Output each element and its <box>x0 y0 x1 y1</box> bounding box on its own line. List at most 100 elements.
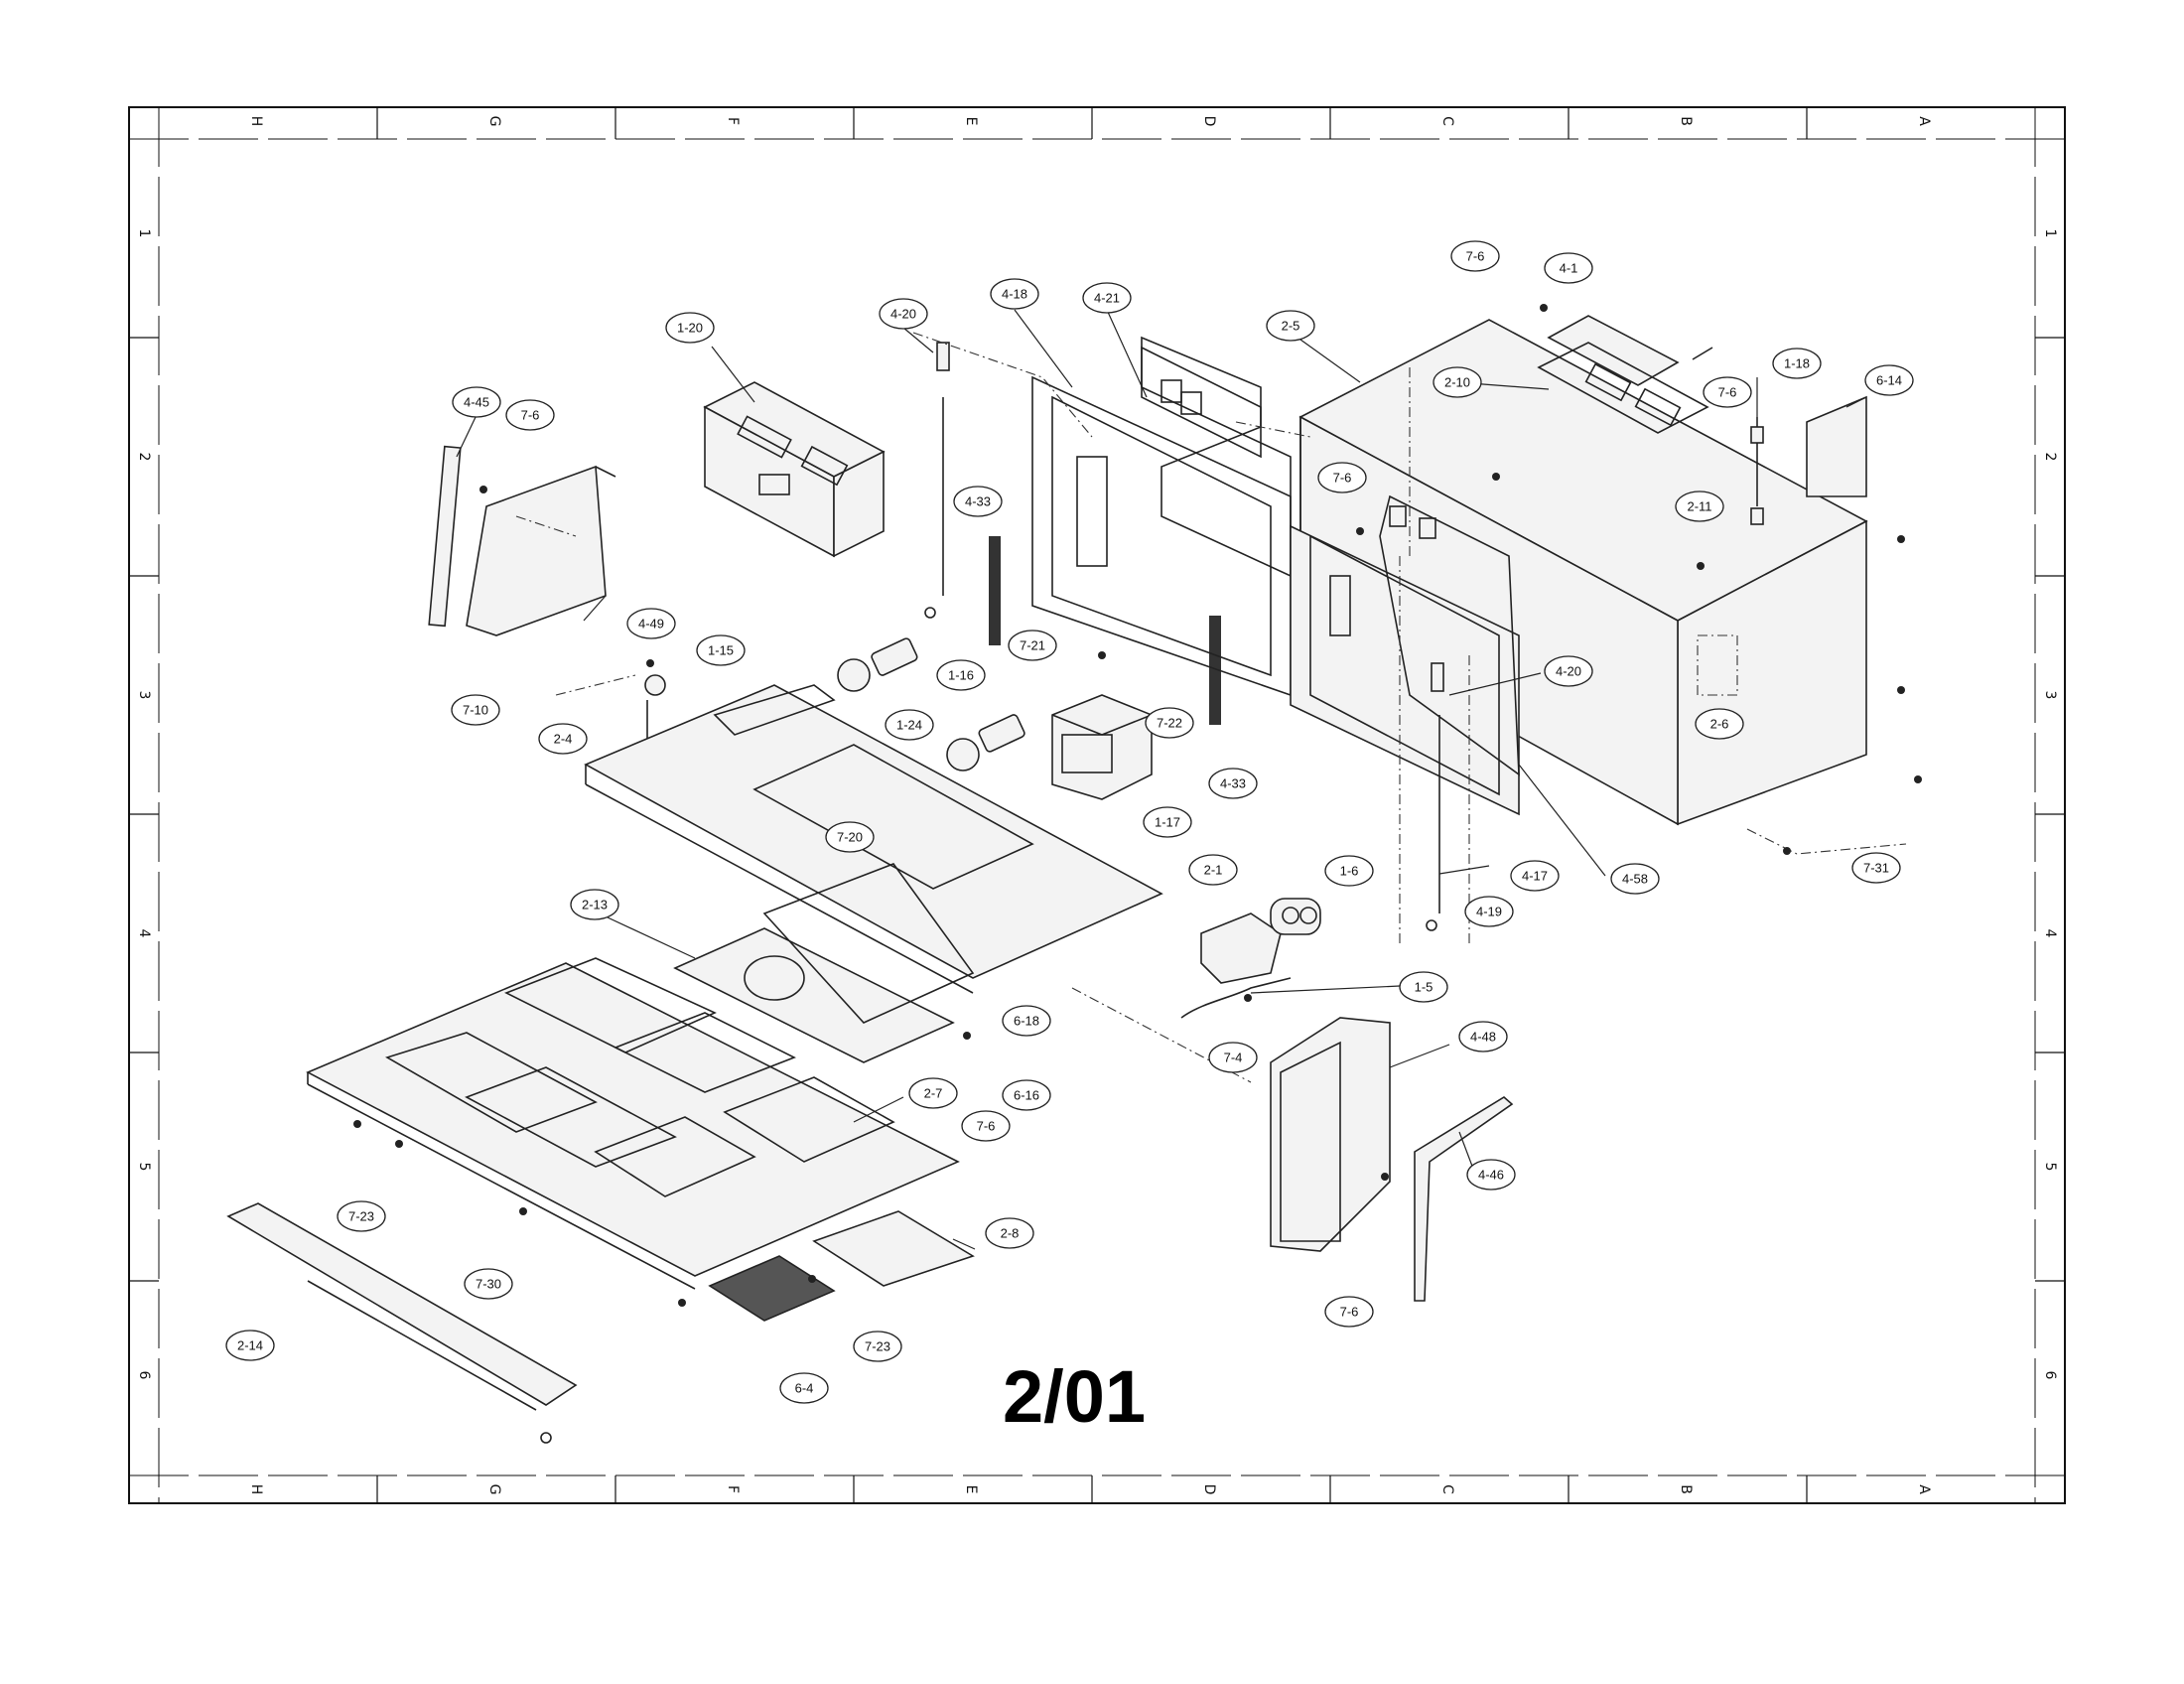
callout-oval <box>452 386 501 418</box>
callout-2-6: 2-6 <box>1695 708 1744 740</box>
callout-text: 7-4 <box>1224 1050 1243 1064</box>
callout-text: 1-18 <box>1784 355 1810 370</box>
callout-text: 7-6 <box>1466 248 1485 263</box>
grid-row-number: 5 <box>136 1163 152 1172</box>
callout-1-24: 1-24 <box>885 709 934 741</box>
callout-4-1: 4-1 <box>1544 252 1593 284</box>
callout-oval <box>953 486 1003 517</box>
grid-row-number: 3 <box>2042 691 2058 700</box>
callout-oval <box>1544 655 1593 687</box>
screws <box>353 304 1922 1307</box>
front-trim-2-14 <box>226 1202 578 1444</box>
callout-text: 2-4 <box>554 731 573 746</box>
callout-oval <box>464 1268 513 1300</box>
callout-7-6: 7-6 <box>505 399 555 431</box>
grid-column-letter: A <box>1916 116 1932 126</box>
callout-1-6: 1-6 <box>1324 855 1374 887</box>
bottom-plate-2-7 <box>306 957 960 1290</box>
callout-text: 1-5 <box>1415 979 1433 994</box>
callout-4-46: 4-46 <box>1466 1159 1516 1191</box>
callout-2-5: 2-5 <box>1266 310 1315 342</box>
filter-6-4 <box>708 1255 836 1322</box>
switch-1-15 <box>555 674 666 740</box>
callout-text: 7-6 <box>521 407 540 422</box>
callout-oval <box>1143 806 1192 838</box>
callout-7-20: 7-20 <box>825 821 875 853</box>
callout-2-4: 2-4 <box>538 723 588 755</box>
grid-column-letter: G <box>486 116 502 127</box>
callout-oval <box>1510 860 1560 892</box>
callout-text: 6-14 <box>1876 372 1902 387</box>
callout-4-21: 4-21 <box>1082 282 1132 314</box>
callout-7-6: 7-6 <box>1317 462 1367 493</box>
callout-4-33: 4-33 <box>953 486 1003 517</box>
hinge-bar-left <box>924 342 950 619</box>
callout-6-4: 6-4 <box>779 1372 829 1404</box>
grid-row-number: 3 <box>136 691 152 700</box>
grid-row-number: 4 <box>136 929 152 938</box>
sheet-frame <box>128 106 2066 1504</box>
capacitor-and-bracket <box>1200 898 1321 984</box>
callout-oval <box>1703 376 1752 408</box>
callout-oval <box>936 659 986 691</box>
callout-oval <box>505 399 555 431</box>
callout-2-1: 2-1 <box>1188 854 1238 886</box>
callout-6-14: 6-14 <box>1864 364 1914 396</box>
callout-1-17: 1-17 <box>1143 806 1192 838</box>
callout-oval <box>1695 708 1744 740</box>
callout-7-22: 7-22 <box>1145 707 1194 739</box>
leader-lines <box>456 309 1867 1250</box>
callout-7-6: 7-6 <box>1324 1296 1374 1328</box>
callout-text: 1-24 <box>896 717 922 732</box>
callout-oval <box>1008 630 1057 661</box>
grid-ticks <box>129 107 2065 1503</box>
lamp-sockets-and-bulbs <box>837 637 1025 772</box>
callout-1-16: 1-16 <box>936 659 986 691</box>
callout-oval <box>1675 491 1724 522</box>
callout-4-17: 4-17 <box>1510 860 1560 892</box>
door-choke-panel-4-21 <box>1141 336 1292 578</box>
callout-oval <box>1324 1296 1374 1328</box>
callout-text: 2-7 <box>924 1085 943 1100</box>
callout-text: 1-20 <box>677 320 703 335</box>
callout-4-20: 4-20 <box>879 298 928 330</box>
callout-oval <box>1208 1042 1258 1073</box>
callout-oval <box>1002 1005 1051 1037</box>
grid-row-number: 1 <box>2042 229 2058 238</box>
grid-row-number: 6 <box>2042 1371 2058 1380</box>
callout-oval <box>1317 462 1367 493</box>
callout-text: 2-13 <box>582 897 608 912</box>
callout-2-10: 2-10 <box>1433 366 1482 398</box>
callout-oval <box>825 821 875 853</box>
callout-text: 4-49 <box>638 616 664 631</box>
callout-2-14: 2-14 <box>225 1330 275 1361</box>
callout-text: 6-18 <box>1014 1013 1039 1028</box>
filter-2-8 <box>812 1210 975 1287</box>
sensor-1-18 <box>1750 417 1764 525</box>
grid-row-number: 6 <box>136 1371 152 1380</box>
grid-row-number: 1 <box>136 229 152 238</box>
callout-7-4: 7-4 <box>1208 1042 1258 1073</box>
callout-1-20: 1-20 <box>665 312 715 344</box>
callout-text: 2-5 <box>1282 318 1300 333</box>
callout-text: 4-17 <box>1522 868 1548 883</box>
callout-4-33: 4-33 <box>1208 768 1258 799</box>
callout-text: 4-58 <box>1622 871 1648 886</box>
callout-text: 2-14 <box>237 1337 263 1352</box>
left-choke-and-side-panel <box>428 445 616 636</box>
grid-column-letter: H <box>248 1484 264 1495</box>
callout-oval <box>1466 1159 1516 1191</box>
grid-row-number: 4 <box>2042 929 2058 938</box>
callout-7-30: 7-30 <box>464 1268 513 1300</box>
callout-oval <box>1772 348 1822 379</box>
callout-2-8: 2-8 <box>985 1217 1034 1249</box>
callout-text: 2-11 <box>1687 498 1711 513</box>
callout-text: 1-17 <box>1155 814 1180 829</box>
callout-text: 7-6 <box>977 1118 996 1133</box>
callout-text: 2-1 <box>1204 862 1223 877</box>
callout-text: 7-23 <box>348 1208 374 1223</box>
